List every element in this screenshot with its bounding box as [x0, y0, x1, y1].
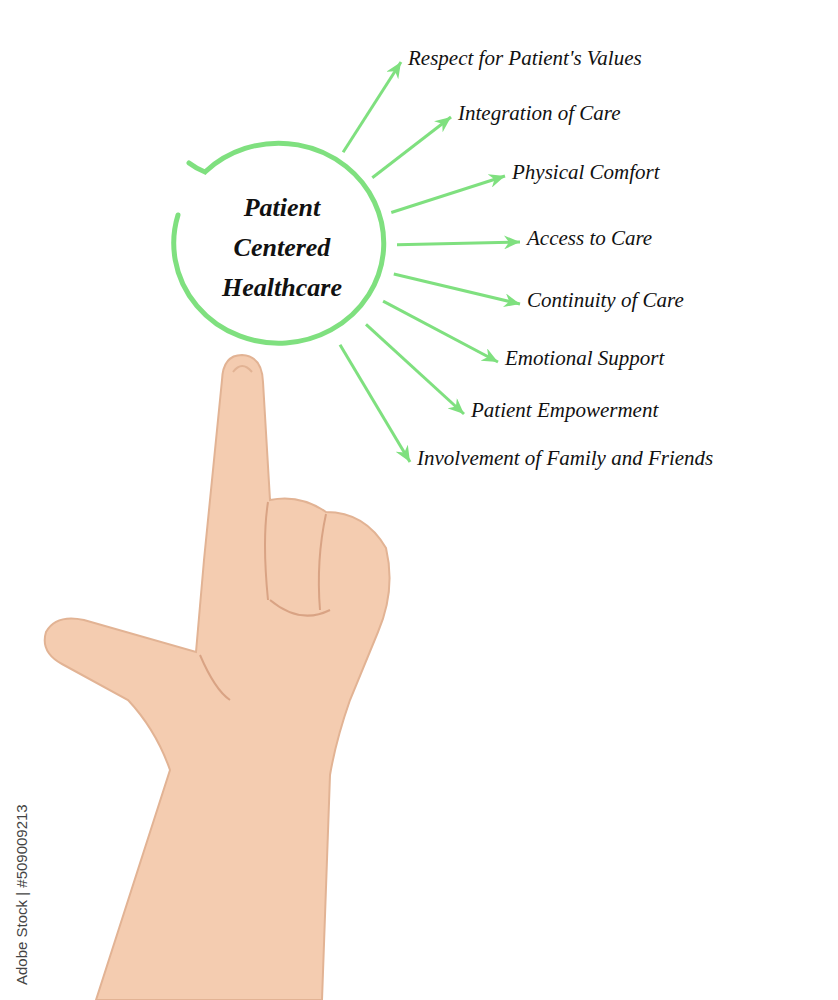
aspect-label: Involvement of Family and Friends: [417, 445, 713, 471]
aspect-item: Physical Comfort: [512, 159, 660, 185]
arrow-connector: [366, 324, 464, 414]
aspect-item: Access to Care: [527, 225, 652, 251]
hand-silhouette: [45, 355, 390, 1000]
aspect-label: Continuity of Care: [527, 287, 684, 313]
watermark: Adobe Stock | #509009213: [13, 804, 31, 985]
hub-circle: Patient Centered Healthcare: [177, 145, 387, 350]
arrow-connector: [391, 176, 505, 213]
arrow-connector: [383, 301, 498, 362]
arrow-connector: [372, 117, 451, 178]
aspect-label: Emotional Support: [505, 345, 664, 371]
aspect-item: Patient Empowerment: [471, 397, 658, 423]
arrow-connector: [343, 62, 401, 152]
aspect-label: Respect for Patient's Values: [408, 45, 642, 71]
fingernail: [233, 366, 252, 372]
aspect-label: Integration of Care: [458, 100, 621, 126]
aspect-item: Respect for Patient's Values: [408, 45, 642, 71]
aspect-item: Continuity of Care: [527, 287, 684, 313]
circle-stroke: [174, 143, 384, 343]
finger-crease: [270, 600, 330, 616]
arrow-connector: [397, 242, 520, 245]
aspect-item: Emotional Support: [505, 345, 664, 371]
finger-crease: [265, 502, 268, 600]
arrow-connector: [394, 274, 520, 304]
thumb-crease: [200, 655, 230, 700]
aspect-label: Physical Comfort: [512, 159, 660, 185]
arrow-connector: [340, 345, 410, 462]
aspect-item: Integration of Care: [458, 100, 621, 126]
hub-title: Patient Centered Healthcare: [202, 188, 362, 308]
finger-crease: [319, 514, 326, 610]
aspect-label: Access to Care: [527, 225, 652, 251]
aspect-item: Involvement of Family and Friends: [417, 445, 713, 471]
aspect-label: Patient Empowerment: [471, 397, 658, 423]
